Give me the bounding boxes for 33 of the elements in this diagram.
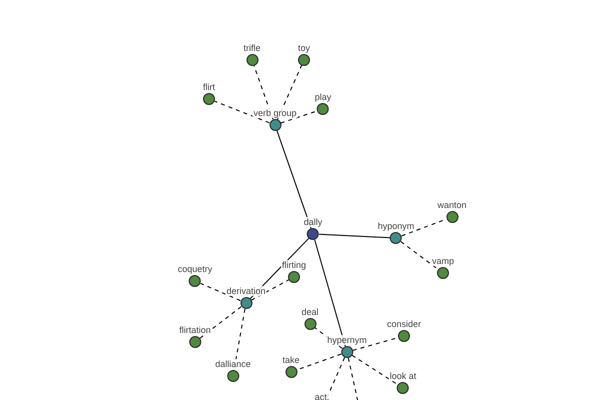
connector-line xyxy=(276,130,312,229)
word-label: vamp xyxy=(431,256,455,266)
word-label: deal xyxy=(300,307,320,317)
dashed-line xyxy=(276,64,302,120)
connector-line xyxy=(314,239,346,347)
dashed-line xyxy=(280,110,318,124)
word-label: flirtation xyxy=(178,325,212,335)
connector-line xyxy=(318,234,390,238)
word-label: play xyxy=(314,92,332,102)
word-label: toy xyxy=(297,43,311,53)
word-label: flirt xyxy=(202,82,216,92)
dashed-line xyxy=(348,357,358,400)
dashed-line xyxy=(214,100,270,124)
dashed-line xyxy=(254,65,274,120)
word-label: hyponym xyxy=(376,221,416,231)
dashed-line xyxy=(199,306,242,339)
word-label: dally xyxy=(302,217,324,227)
word-label: act. xyxy=(314,392,330,400)
dashed-line xyxy=(250,279,290,301)
dashed-line xyxy=(400,241,439,270)
dashed-line xyxy=(352,354,398,386)
word-label: hypernym xyxy=(326,335,368,345)
word-label: dalliance xyxy=(214,359,252,369)
word-label: coquetry xyxy=(176,264,214,274)
word-label: wanton xyxy=(436,200,468,210)
word-label: consider xyxy=(386,319,422,329)
word-label: verb group xyxy=(252,108,298,118)
word-label: flirting xyxy=(281,260,307,270)
dashed-line xyxy=(200,282,241,302)
word-label: trifle xyxy=(242,43,262,53)
word-label: derivation xyxy=(225,286,267,296)
word-label: look at xyxy=(388,371,418,381)
word-label: take xyxy=(282,355,300,365)
